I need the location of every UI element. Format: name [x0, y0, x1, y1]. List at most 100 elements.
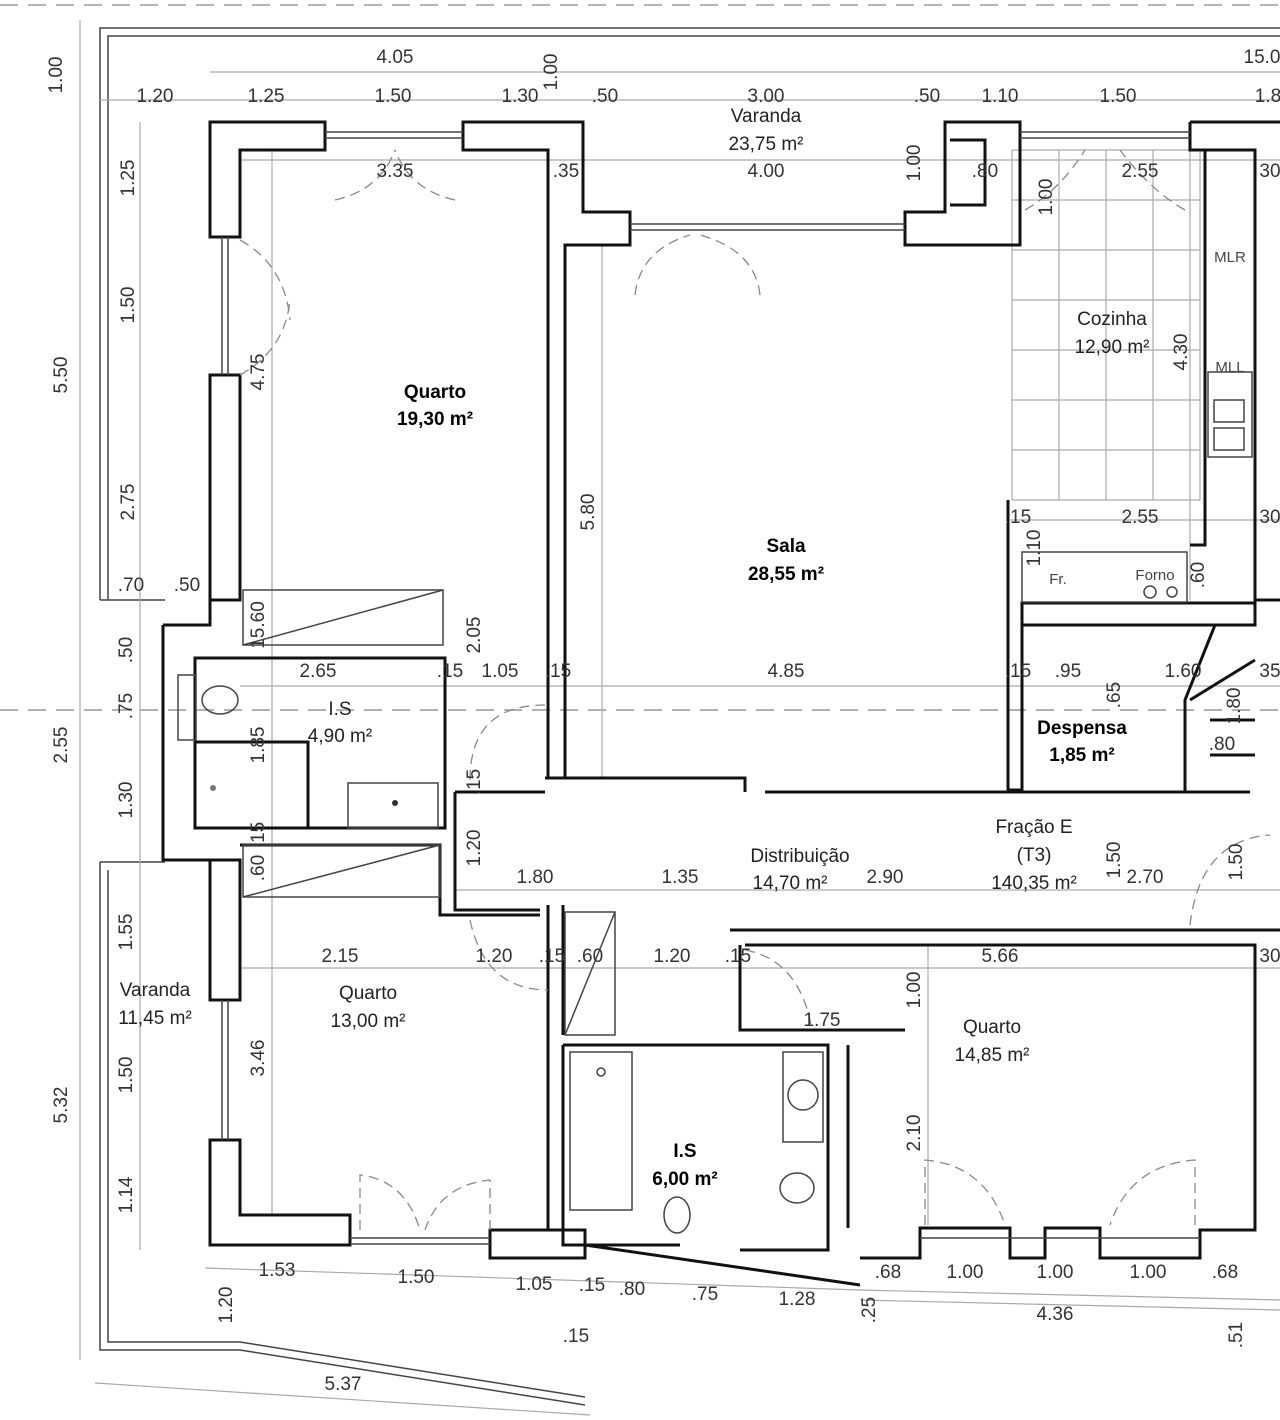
washbasin [347, 782, 439, 829]
dimension-label: 2.65 [300, 661, 337, 682]
dimension-label: 4.75 [248, 354, 269, 391]
dimension-label: 30 [1259, 161, 1280, 182]
dimension-label: 30 [1259, 946, 1280, 967]
dimension-lines [79, 20, 1280, 1416]
dimension-label: 4.05 [377, 47, 414, 68]
dimension-label: 1.20 [137, 86, 174, 107]
room-name-despensa: Despensa [1037, 718, 1127, 739]
dimension-label: 1.60 [1165, 661, 1202, 682]
dimension-label: 5.50 [51, 357, 72, 394]
dimension-label: 5.80 [578, 494, 599, 531]
room-area-varanda-top: 23,75 m² [729, 134, 804, 155]
room-name-quarto-2: Quarto [339, 983, 397, 1004]
fixture-label-mlr: MLR [1214, 249, 1246, 266]
dimension-label: 35 [1259, 661, 1280, 682]
dimension-label: 2.15 [322, 946, 359, 967]
unit-name: Fração E [995, 817, 1072, 838]
kitchen-sink [1207, 371, 1253, 458]
dimension-label: 1.50 [116, 1057, 137, 1094]
windows [221, 131, 1200, 1245]
dimension-label: 1.00 [904, 972, 925, 1009]
dimension-label: 1.8 [1255, 86, 1280, 107]
dimension-label: .15 [437, 661, 463, 682]
room-name-sala: Sala [766, 536, 806, 557]
dimension-label: 3.35 [377, 161, 414, 182]
dimension-label: 1.20 [464, 830, 485, 867]
room-name-cozinha: Cozinha [1077, 309, 1147, 330]
dimension-label: 1.50 [118, 287, 139, 324]
dimension-label: 1.00 [1130, 1262, 1167, 1283]
dimension-label: 1.50 [1104, 842, 1125, 879]
dimension-label: 1.75 [804, 1010, 841, 1031]
unit-area: 140,35 m² [991, 873, 1077, 894]
dimension-label: 2.55 [1122, 507, 1159, 528]
dimension-label: 2.05 [464, 617, 485, 654]
dimension-label: 1.55 [116, 914, 137, 951]
dimension-label: 1.50 [1100, 86, 1137, 107]
room-area-despensa: 1,85 m² [1049, 745, 1114, 766]
dimension-label: .80 [1209, 734, 1235, 755]
dimension-label: .95 [1055, 661, 1081, 682]
unit-type: (T3) [1017, 845, 1052, 866]
dimension-label: 5.37 [325, 1374, 362, 1395]
dimension-label: 3.46 [248, 1040, 269, 1077]
dimension-label: .60 [248, 855, 269, 881]
dimension-label: 1.20 [216, 1287, 237, 1324]
room-area-is-2: 6,00 m² [652, 1169, 717, 1190]
room-area-sala: 28,55 m² [748, 564, 824, 585]
dimension-label: 2.10 [904, 1115, 925, 1152]
dimension-label: 1.00 [541, 54, 562, 91]
dimension-label: .68 [1212, 1262, 1238, 1283]
door-swings [239, 149, 1271, 1231]
dimension-label: .51 [1226, 1322, 1247, 1348]
dimension-label: 1.20 [476, 946, 513, 967]
dimension-label: 1.00 [46, 57, 67, 94]
dimension-label: .15 [725, 946, 751, 967]
dimension-label: 2.75 [118, 484, 139, 521]
kitchen-counter [1021, 551, 1188, 603]
fixtures [177, 371, 1253, 1234]
dimension-label: .68 [875, 1262, 901, 1283]
dimension-label: 30 [1259, 507, 1280, 528]
dimension-label: 1.00 [904, 145, 925, 182]
room-area-distribuicao: 14,70 m² [753, 873, 828, 894]
room-area-quarto-2: 13,00 m² [331, 1011, 406, 1032]
room-area-cozinha: 12,90 m² [1075, 337, 1150, 358]
dimension-label: 1.00 [1037, 1262, 1074, 1283]
dimension-label: .15 [464, 769, 485, 795]
dimension-label: 1.85 [248, 727, 269, 764]
dimension-label: .35 [553, 161, 579, 182]
dimension-label: 2.55 [51, 727, 72, 764]
dimension-label: .25 [859, 1297, 880, 1323]
dimension-label: 1.20 [654, 946, 691, 967]
dimension-label: 1.00 [947, 1262, 984, 1283]
dimension-label: .50 [174, 575, 200, 596]
toilet [201, 685, 239, 715]
dimension-label: 1.50 [1226, 844, 1247, 881]
dimension-label: 4.85 [768, 661, 805, 682]
dimension-label: .15 [579, 1275, 605, 1296]
dimension-label: 1.35 [662, 867, 699, 888]
dimension-label: .15 [539, 946, 565, 967]
dimension-label: 1.14 [116, 1176, 137, 1213]
dimension-label: 1.10 [982, 86, 1019, 107]
dimension-label: 1.53 [259, 1260, 296, 1281]
room-area-varanda-left: 11,45 m² [118, 1008, 192, 1029]
dimension-label: 1.25 [248, 86, 285, 107]
dimension-label: 2.70 [1127, 867, 1164, 888]
bathtub [569, 1051, 633, 1211]
fixture-label-fridge: Fr. [1049, 571, 1067, 588]
room-area-quarto-1: 19,30 m² [397, 409, 473, 430]
room-name-varanda-left: Varanda [120, 980, 191, 1001]
dimension-label: 1.80 [1224, 688, 1245, 725]
dimension-label: 1.30 [116, 782, 137, 819]
dimension-label: 1.80 [517, 867, 554, 888]
dimension-label: 1.50 [398, 1267, 435, 1288]
dimension-label: 4.30 [1171, 334, 1192, 371]
dimension-label: .15 [563, 1326, 589, 1347]
room-area-is-1: 4,90 m² [308, 726, 372, 747]
dimension-label: .50 [914, 86, 940, 107]
dimension-label: .70 [118, 575, 144, 596]
dimension-label: 1.30 [502, 86, 539, 107]
